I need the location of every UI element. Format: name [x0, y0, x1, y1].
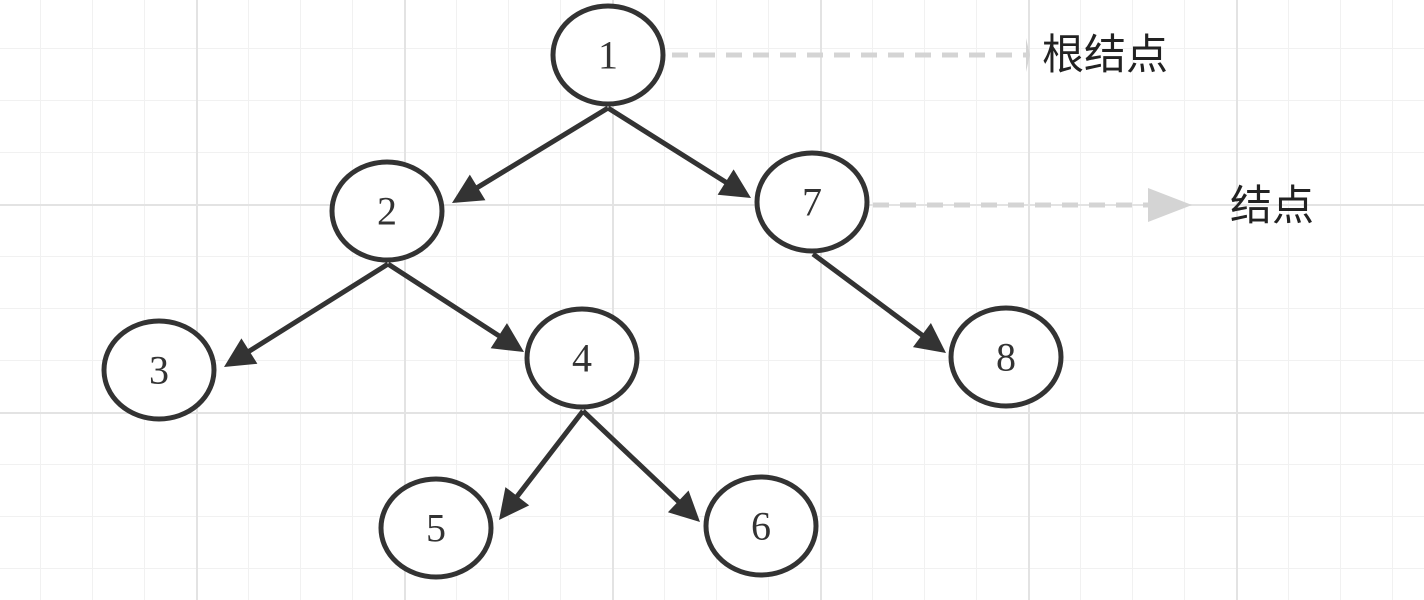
node-label: 6: [751, 504, 771, 549]
node-8: 8: [948, 305, 1064, 409]
arrowhead: [717, 169, 751, 198]
node-3: 3: [101, 318, 217, 422]
node-label: 4: [572, 336, 592, 381]
pointer-lines: [672, 38, 1192, 222]
node-label: 2: [377, 189, 397, 234]
arrowhead: [490, 323, 524, 352]
edge-2-4: [386, 261, 502, 339]
tree-edges: [224, 105, 946, 522]
edge-7-8: [811, 251, 926, 339]
node-5: 5: [378, 476, 494, 580]
node-label: 1: [598, 33, 618, 78]
node-6: 6: [703, 474, 819, 578]
arrowhead: [224, 338, 258, 367]
arrowhead: [667, 490, 700, 522]
edge-4-6: [581, 409, 682, 505]
arrowhead: [452, 174, 486, 203]
node-7: 7: [754, 150, 870, 254]
node-label: 5: [426, 506, 446, 551]
root-node-annotation: 根结点: [1042, 30, 1169, 79]
edge-1-2: [474, 105, 610, 191]
node-2: 2: [329, 159, 445, 263]
arrowhead: [1148, 188, 1192, 222]
edge-1-7: [606, 105, 729, 186]
arrowhead: [912, 323, 946, 353]
tree-nodes: 1 2 3 4 5 6 7 8: [101, 3, 1064, 580]
node-1: 1: [550, 3, 666, 107]
node-label: 7: [802, 180, 822, 225]
edge-2-3: [246, 261, 390, 355]
node-label: 3: [149, 348, 169, 393]
node-annotation: 结点: [1230, 181, 1315, 230]
pointer-arrowhead-root: [1026, 38, 1030, 72]
arrowhead: [499, 487, 530, 520]
node-label: 8: [996, 335, 1016, 380]
node-4: 4: [524, 306, 640, 410]
edge-4-5: [514, 409, 585, 500]
